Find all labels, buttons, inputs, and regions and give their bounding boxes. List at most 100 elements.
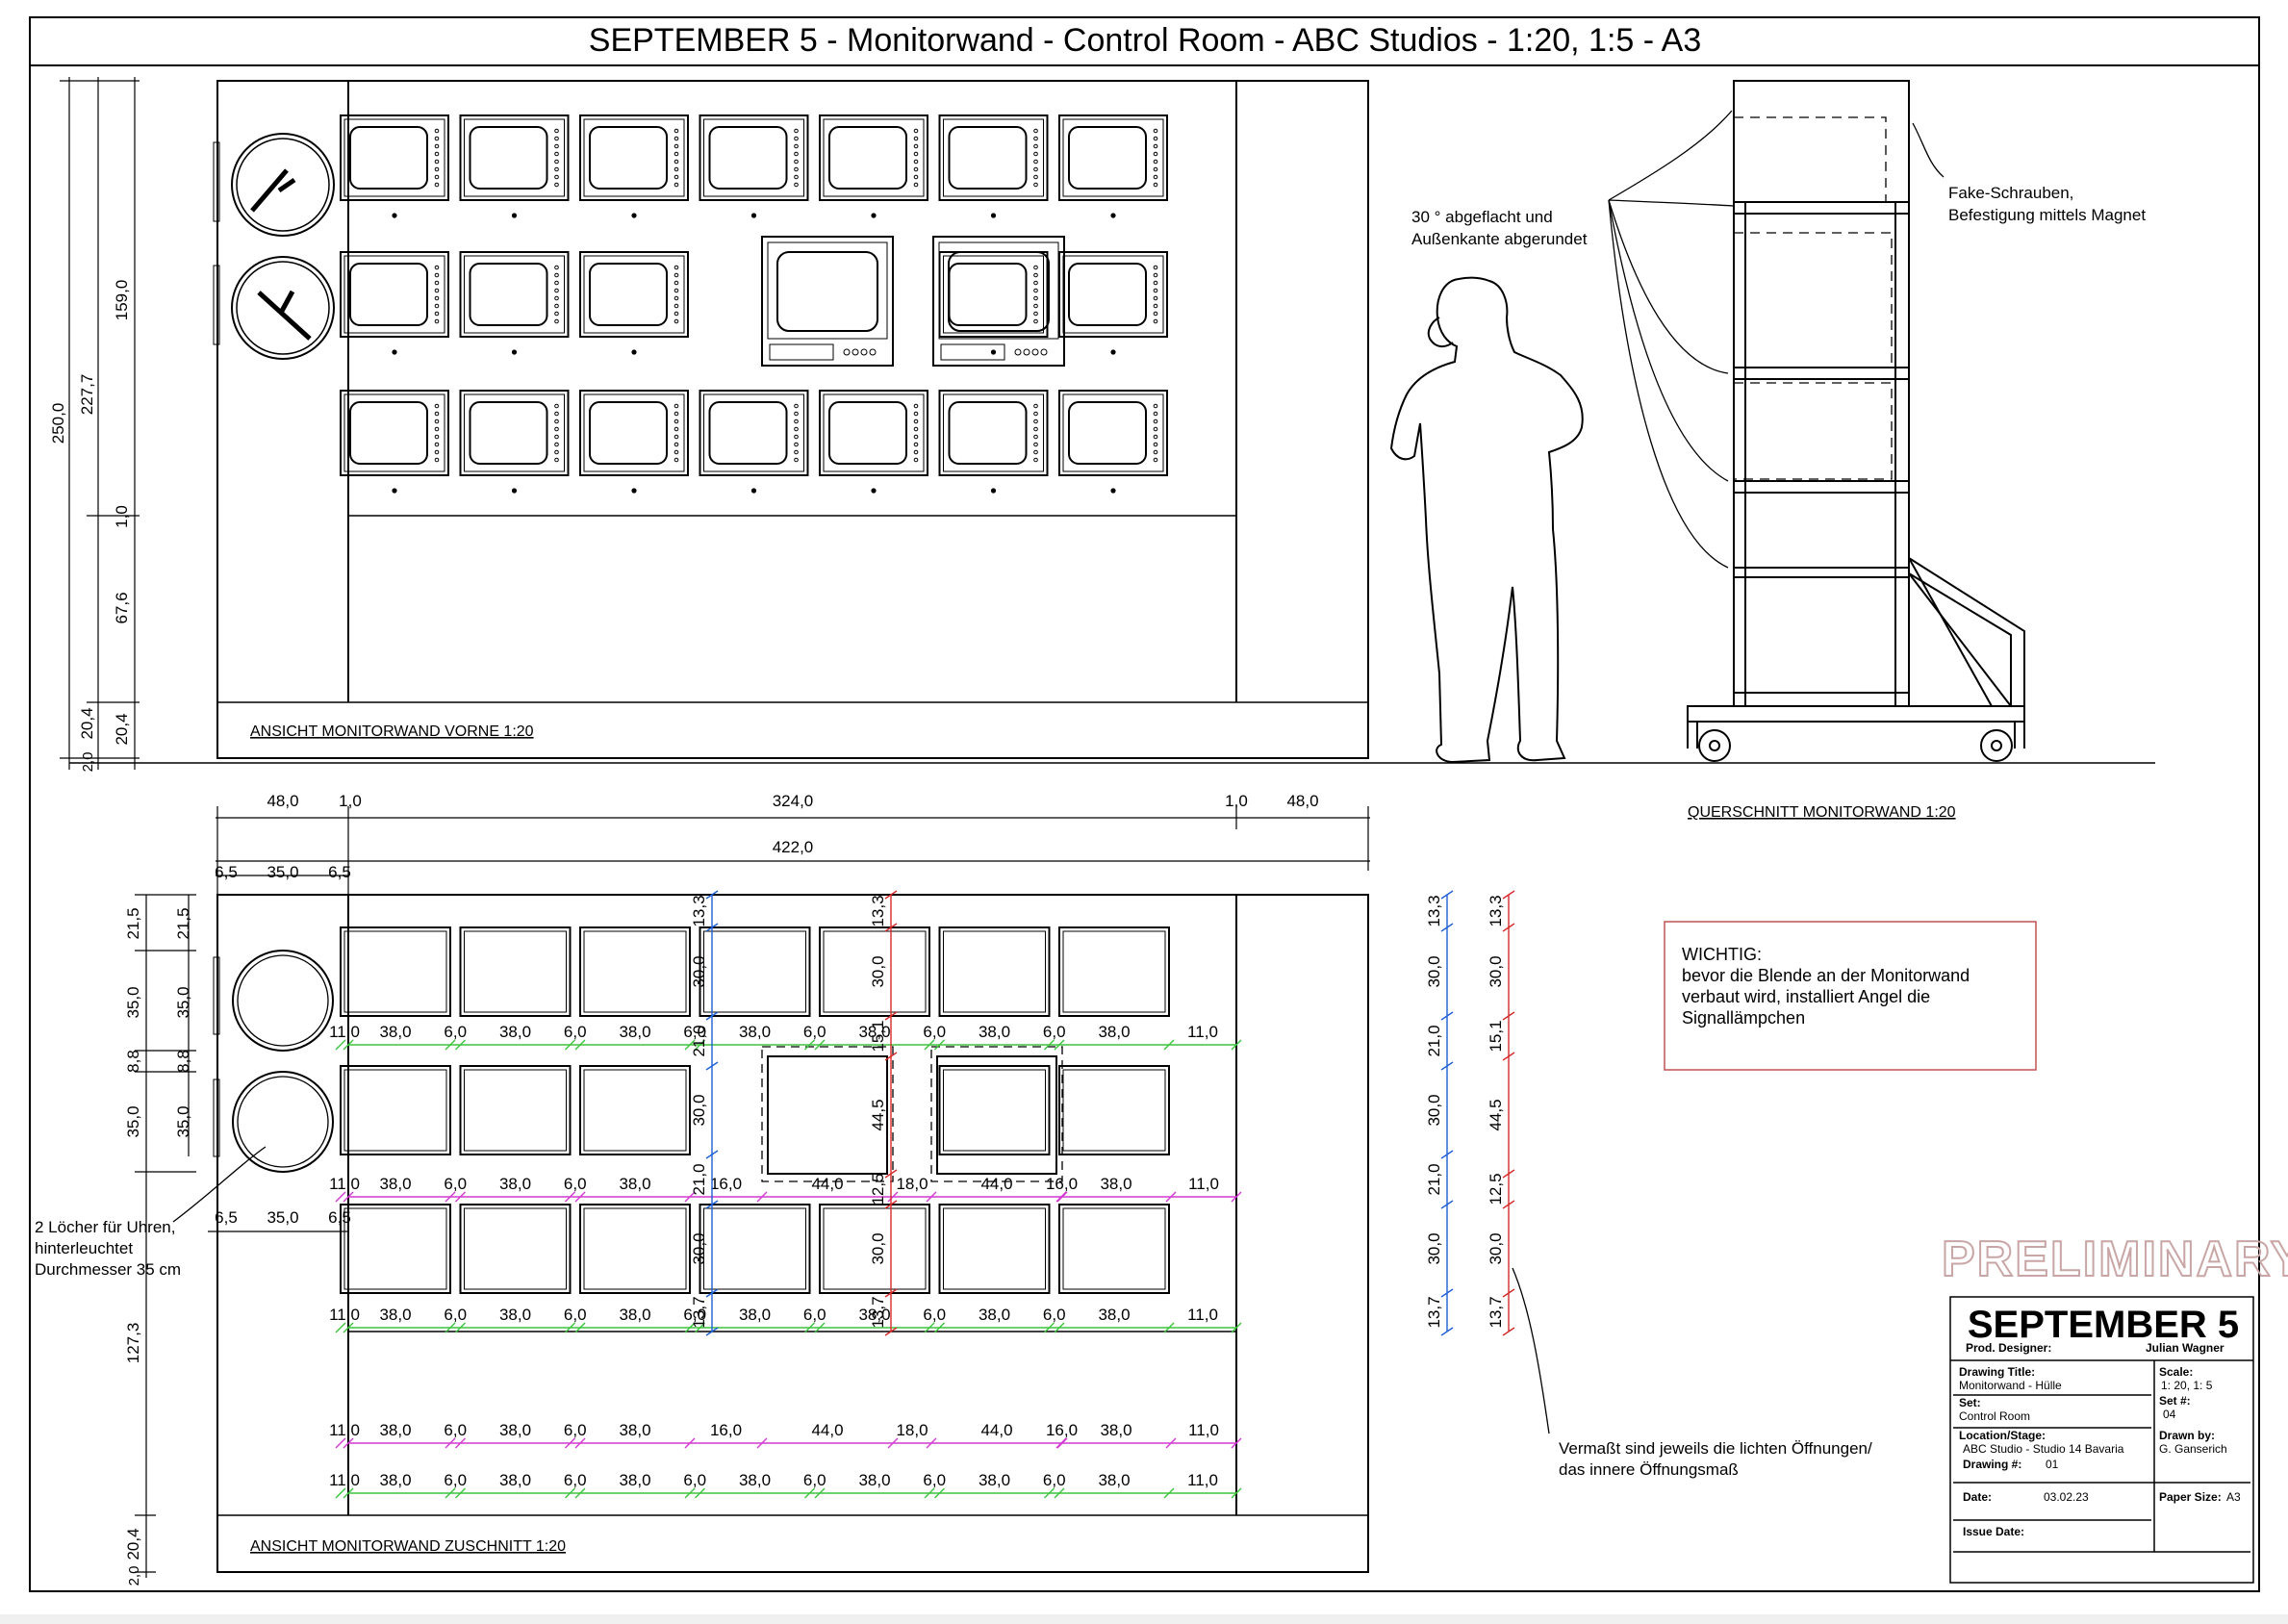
row-dim-tick <box>343 1487 354 1499</box>
monitor-knob <box>434 295 440 301</box>
col-dim-label: 12,5 <box>869 1173 887 1205</box>
cut-opening-grid <box>340 926 1170 1294</box>
front-dim-2: 2,0 <box>80 752 96 773</box>
monitor-bezel <box>1062 393 1164 472</box>
row-dim-tick <box>574 1322 586 1333</box>
row-dim-tick <box>343 1437 354 1449</box>
monitor-knob <box>1153 166 1158 172</box>
tb-drawing-title-label: Drawing Title: <box>1959 1365 2035 1379</box>
row-dim-label: 6,0 <box>564 1471 587 1489</box>
monitor-knob <box>554 166 559 172</box>
monitor-knob <box>913 143 919 149</box>
row-dim-tick <box>924 1039 935 1051</box>
cut-top-dim-1-left: 1,0 <box>339 792 362 810</box>
tb-drawn-by-label: Drawn by: <box>2159 1429 2215 1442</box>
monitor-knob <box>434 303 440 309</box>
front-dim-20b: 20,4 <box>113 713 131 745</box>
tb-set-label: Set: <box>1959 1396 1981 1409</box>
cut-top-dim-1-right: 1,0 <box>1225 792 1248 810</box>
row-dim-label: 38,0 <box>499 1175 531 1193</box>
col-dim-label: 13,7 <box>1487 1296 1505 1328</box>
col-dim-label: 13,7 <box>1425 1296 1443 1328</box>
signal-lamp <box>511 488 518 494</box>
monitor-knob <box>913 136 919 141</box>
col-dim-tick <box>884 890 898 900</box>
signal-lamp <box>1110 349 1116 355</box>
row-dim-tick <box>565 1487 575 1499</box>
col-dim-label: 13,3 <box>869 895 887 926</box>
col-dim-label: 13,7 <box>869 1296 887 1328</box>
preliminary-stamp: PRELIMINARY <box>1942 1231 2288 1287</box>
tb-scale: 1: 20, 1: 5 <box>2161 1379 2213 1392</box>
opening-outer <box>819 926 930 1017</box>
signal-lamp <box>511 213 518 218</box>
col-dim-tick <box>1440 1200 1454 1209</box>
row-dim-tick <box>445 1437 456 1449</box>
front-dim-1: 1,0 <box>113 505 131 528</box>
monitor-knob <box>554 318 559 324</box>
small-monitor <box>579 114 689 218</box>
row-dim-label: 38,0 <box>1098 1306 1130 1324</box>
col-dim-tick <box>1502 1200 1515 1209</box>
tb-prod-designer: Julian Wagner <box>2146 1341 2224 1355</box>
monitor-knob <box>434 128 440 134</box>
row-dim-tick <box>1055 1191 1067 1203</box>
monitor-case <box>579 390 689 476</box>
monitor-knob <box>674 442 679 447</box>
signal-lamp <box>990 213 997 218</box>
col-dim-tick <box>705 890 719 900</box>
opening-outer <box>459 1204 572 1294</box>
monitor-knob <box>794 449 799 455</box>
monitor-screen <box>349 263 428 326</box>
monitor-screen <box>349 401 428 465</box>
monitor-knob <box>913 159 919 165</box>
tb-date-label: Date: <box>1963 1490 1992 1504</box>
monitor-knob <box>860 348 868 356</box>
signal-lamp <box>631 488 637 494</box>
monitor-knob <box>434 182 440 188</box>
col-dim-label: 30,0 <box>1425 955 1443 987</box>
monitor-case <box>579 251 689 338</box>
opening-outer <box>1058 1065 1170 1155</box>
side-leaders <box>1608 110 1945 569</box>
row-dim-label: 38,0 <box>379 1421 411 1439</box>
monitor-knob <box>434 166 440 172</box>
monitor-screen <box>828 401 907 465</box>
monitor-knob <box>913 411 919 417</box>
col-dim-tick <box>705 1327 719 1336</box>
row-dim-label: 38,0 <box>619 1421 650 1439</box>
row-dim-tick <box>565 1322 575 1333</box>
opening-outer <box>767 1055 888 1175</box>
monitor-bezel <box>767 241 888 340</box>
row-dim-tick <box>455 1039 466 1051</box>
row-dim-label: 38,0 <box>619 1306 650 1324</box>
monitor-screen <box>1068 126 1147 190</box>
opening-inner <box>1062 930 1166 1013</box>
front-monitor-grid <box>340 114 1168 494</box>
row-dim-label: 38,0 <box>379 1023 411 1041</box>
monitor-knob <box>1033 159 1038 165</box>
monitor-case <box>579 114 689 201</box>
monitor-bezel <box>943 118 1044 197</box>
tb-drawing-no: 01 <box>2046 1458 2059 1471</box>
row-dim-tick <box>335 1487 346 1499</box>
monitor-knob <box>674 449 679 455</box>
col-dim-tick <box>884 1011 898 1021</box>
row-dim-label: 6,0 <box>564 1175 587 1193</box>
row-dim-tick <box>343 1322 354 1333</box>
col-dim-tick <box>884 1327 898 1336</box>
row-dim-tick <box>1044 1039 1055 1051</box>
monitor-knob <box>554 449 559 455</box>
tb-project: SEPTEMBER 5 <box>1968 1304 2239 1346</box>
row-dim-label: 6,0 <box>1043 1471 1066 1489</box>
row-dim-tick <box>1163 1322 1175 1333</box>
row-dim-label: 18,0 <box>896 1175 928 1193</box>
monitor-opening <box>1058 926 1170 1017</box>
row-dim-label: 11,0 <box>1188 1421 1219 1439</box>
row-dim-label: 38,0 <box>379 1175 411 1193</box>
monitor-knob <box>1033 288 1038 293</box>
signal-lamp <box>871 488 877 494</box>
row-dim-tick <box>1056 1437 1068 1449</box>
monitor-case <box>459 390 570 476</box>
small-monitor <box>938 251 1049 355</box>
